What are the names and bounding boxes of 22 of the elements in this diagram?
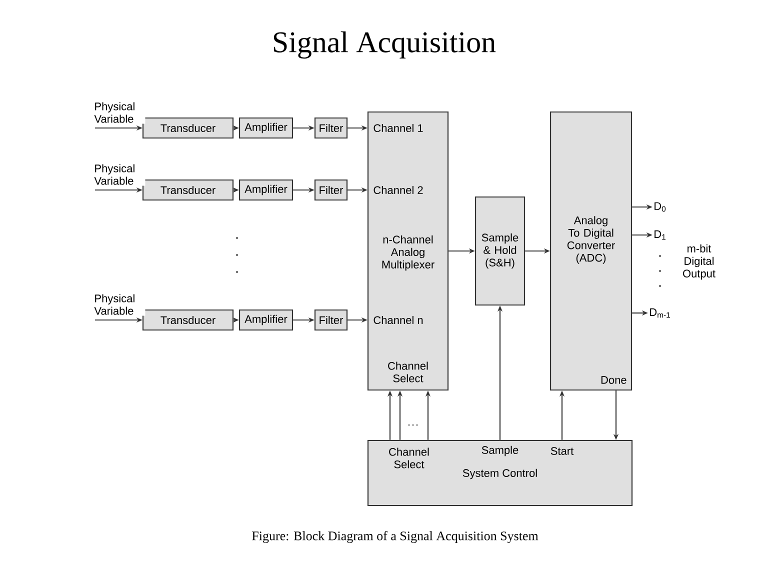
sample-hold-box: Sample & Hold (S&H) xyxy=(474,196,526,306)
process-box: Transducer xyxy=(142,309,234,331)
edge-label: Physical Variable xyxy=(93,163,146,186)
caption: Figure: Block Diagram of a Signal Acquisition System xyxy=(252,531,538,543)
process-box: Transducer xyxy=(142,117,234,139)
process-box: Transducer xyxy=(142,179,234,201)
process-box: Amplifier xyxy=(238,179,294,201)
multiplexer-box: Channel 1 Channel 2 n-Channel Analog Multiplexer Channel n Channel Select xyxy=(367,111,449,391)
converter-box: Analog To Digital Converter (ADC) Done xyxy=(550,111,632,391)
process-box: Filter xyxy=(314,179,348,201)
output-bit-label: D$_{0}$ xyxy=(654,202,666,212)
process-box: Filter xyxy=(314,309,348,331)
control-box: Channel Select Sample Start System Control xyxy=(367,440,633,506)
process-box: Amplifier xyxy=(238,117,294,139)
edge-label: Physical Variable xyxy=(93,101,146,124)
edge-label: Physical Variable xyxy=(93,293,146,316)
process-box: Amplifier xyxy=(238,309,294,331)
process-box: Filter xyxy=(314,117,348,139)
title: Signal Acquisition xyxy=(274,31,496,59)
output-bit-label: D$_{m-1}$ xyxy=(650,308,670,318)
output-label: m-bit Digital Output xyxy=(683,244,716,280)
output-bit-label: D$_{1}$ xyxy=(654,230,666,240)
